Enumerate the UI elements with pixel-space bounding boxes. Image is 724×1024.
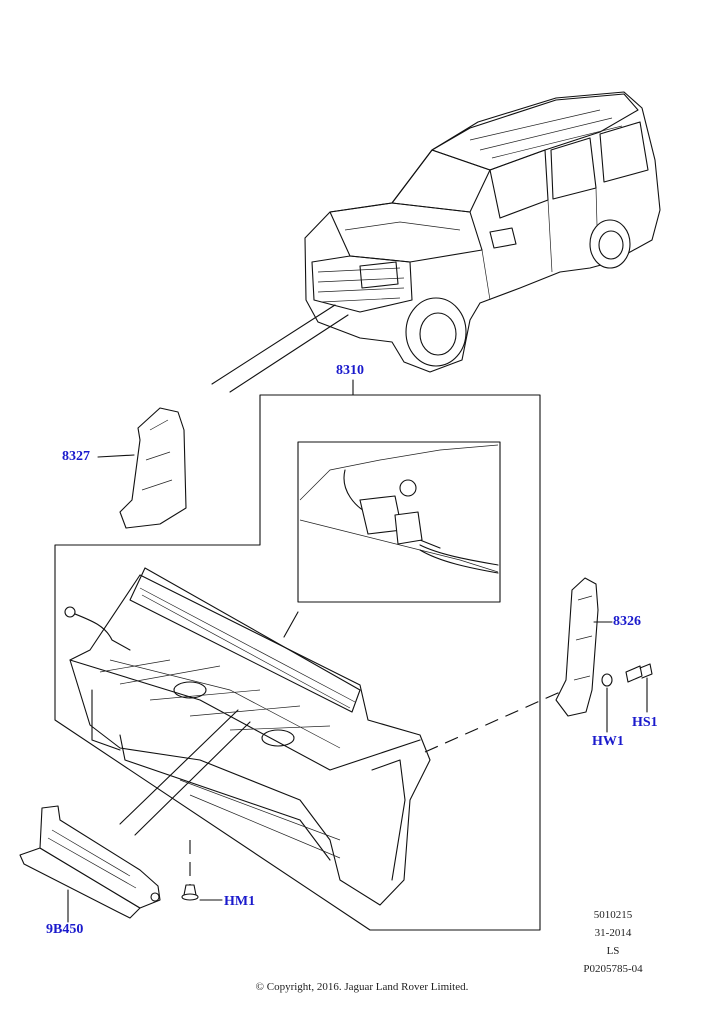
- label-9b450: 9B450: [46, 922, 84, 937]
- reference-line-3: LS: [606, 945, 620, 957]
- reference-line-4: P0205785-04: [583, 963, 643, 975]
- rivet-hm1: [181, 840, 223, 901]
- screw-and-washer: [601, 663, 653, 733]
- lower-bracket-9b450: [19, 805, 161, 923]
- bracket-8327: [97, 407, 187, 529]
- reference-block: 5010215 31-2014 LS P0205785-04: [568, 906, 658, 978]
- copyright-text: © Copyright, 2016. Jaguar Land Rover Lim…: [255, 981, 469, 993]
- label-hm1: HM1: [224, 894, 256, 909]
- label-hw1: HW1: [592, 734, 624, 749]
- bracket-8326: [424, 577, 613, 753]
- connector-detail-inset: [283, 441, 501, 638]
- label-hs1: HS1: [632, 715, 658, 730]
- label-8326: 8326: [613, 614, 641, 629]
- reference-line-1: 5010215: [593, 909, 633, 921]
- reference-line-2: 31-2014: [594, 927, 632, 939]
- assembly-frame: [54, 379, 541, 931]
- vehicle-illustration: [211, 91, 661, 393]
- label-8310: 8310: [336, 363, 364, 378]
- active-grille-shutter: [64, 567, 431, 906]
- label-8327: 8327: [62, 449, 90, 464]
